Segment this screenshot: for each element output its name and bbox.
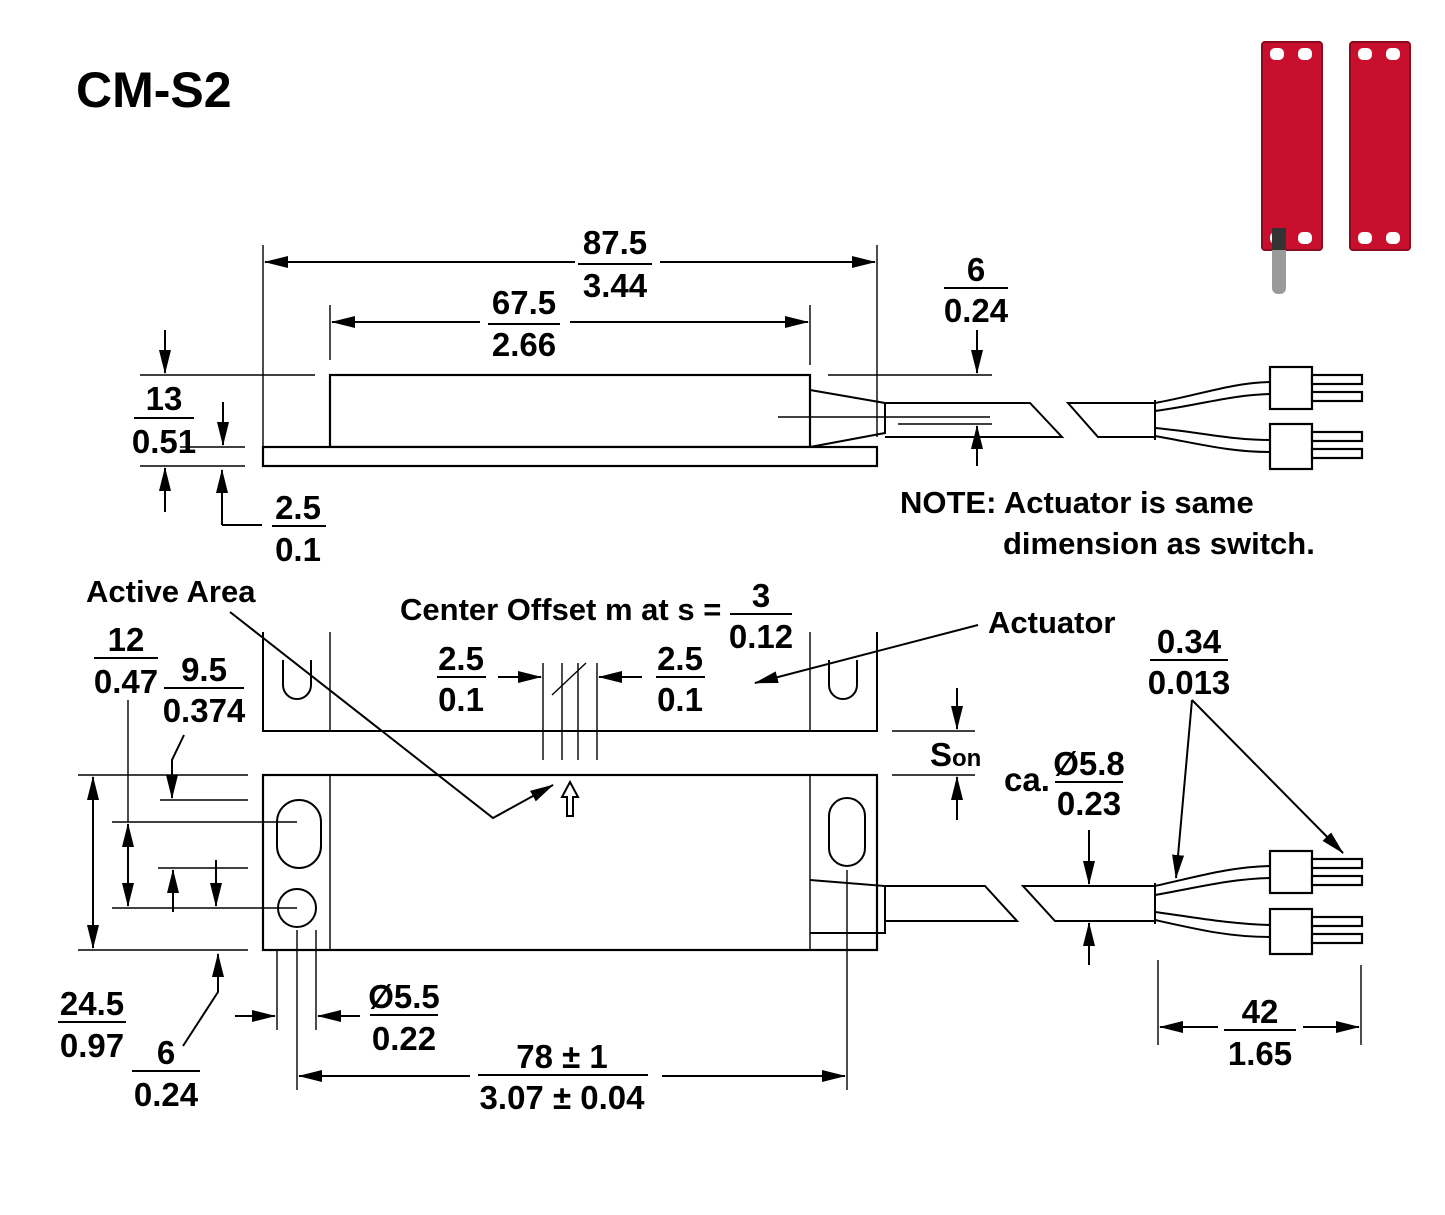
actuator-slot-left	[282, 660, 312, 700]
hole-diameter-mm: Ø5.5	[368, 978, 440, 1015]
dim-height-mm: 13	[146, 380, 183, 417]
hole-pitch-in: 0.47	[94, 663, 158, 700]
lead-length-mm: 42	[1242, 993, 1279, 1030]
product-photo	[1261, 41, 1411, 294]
hole-diameter-in: 0.22	[372, 1020, 436, 1057]
mounting-slot-right	[828, 797, 866, 867]
wire-size-in: 0.013	[1148, 664, 1231, 701]
center-arrow-icon	[560, 779, 580, 817]
photo-actuator-body	[1349, 41, 1411, 251]
tolerance-left-in: 0.1	[438, 681, 484, 718]
dim-cable-mm: 6	[967, 251, 985, 288]
cable-prefix: ca.	[1004, 761, 1050, 798]
actuator-label: Actuator	[988, 605, 1115, 640]
dim-body-mm: 67.5	[492, 284, 556, 321]
note-line-1: NOTE: Actuator is same	[900, 485, 1254, 520]
bottom-view: Active Area Center Offset m at s = 3 0.1…	[58, 574, 1364, 1116]
connector-top-2	[1268, 422, 1364, 471]
note-line-2: dimension as switch.	[1003, 526, 1315, 561]
cable-diameter-in: 0.23	[1057, 785, 1121, 822]
mount-distance-in: 3.07 ± 0.04	[480, 1079, 646, 1116]
dim-body-in: 2.66	[492, 326, 556, 363]
dim-base-mm: 2.5	[275, 489, 321, 526]
tolerance-right-in: 0.1	[657, 681, 703, 718]
cable-front	[885, 885, 1020, 922]
switch-body-side	[328, 373, 812, 449]
connector-top-1	[1268, 365, 1364, 411]
hole-pitch-mm: 12	[108, 621, 145, 658]
actuator-slot-right	[828, 660, 858, 700]
dim-base-in: 0.1	[275, 531, 321, 568]
drawing-title: CM-S2	[76, 62, 232, 118]
cable-boot-side	[809, 389, 886, 448]
connector-bottom-1	[1268, 849, 1364, 895]
connector-bottom-2	[1268, 907, 1364, 956]
lead-length-in: 1.65	[1228, 1035, 1292, 1072]
edge-distance-mm: 6	[157, 1034, 175, 1071]
cable-end-front	[1020, 885, 1156, 922]
switch-base-plate	[261, 445, 879, 468]
wire-size-mm: 0.34	[1157, 623, 1222, 660]
photo-switch-body	[1261, 41, 1323, 251]
s-on-label: Son	[930, 736, 981, 773]
tolerance-right-mm: 2.5	[657, 640, 703, 677]
switch-body-front	[261, 773, 879, 952]
cable-side	[885, 402, 1065, 438]
center-offset-mm: 3	[752, 577, 770, 614]
dim-cable-in: 0.24	[944, 292, 1009, 329]
dim-length-in: 3.44	[583, 267, 648, 304]
edge-distance-in: 0.24	[134, 1076, 199, 1113]
dim-length-mm: 87.5	[583, 224, 647, 261]
center-offset-label: Center Offset m at s =	[400, 592, 721, 627]
actuator-outline	[262, 632, 878, 732]
slot-width-mm: 9.5	[181, 651, 227, 688]
mounting-slot-left	[276, 799, 322, 869]
active-area-label: Active Area	[86, 574, 256, 609]
slot-width-in: 0.374	[163, 692, 246, 729]
center-offset-in: 0.12	[729, 618, 793, 655]
tolerance-left-mm: 2.5	[438, 640, 484, 677]
mount-distance-mm: 78 ± 1	[516, 1038, 608, 1075]
dim-height-in: 0.51	[132, 423, 196, 460]
cable-diameter-mm: Ø5.8	[1053, 745, 1125, 782]
top-view: 87.5 3.44 67.5 2.66 6 0.24 13 0.51 2.5 0…	[132, 224, 1364, 568]
body-width-in: 0.97	[60, 1027, 124, 1064]
cable-end-side	[1065, 402, 1156, 438]
body-width-mm: 24.5	[60, 985, 124, 1022]
